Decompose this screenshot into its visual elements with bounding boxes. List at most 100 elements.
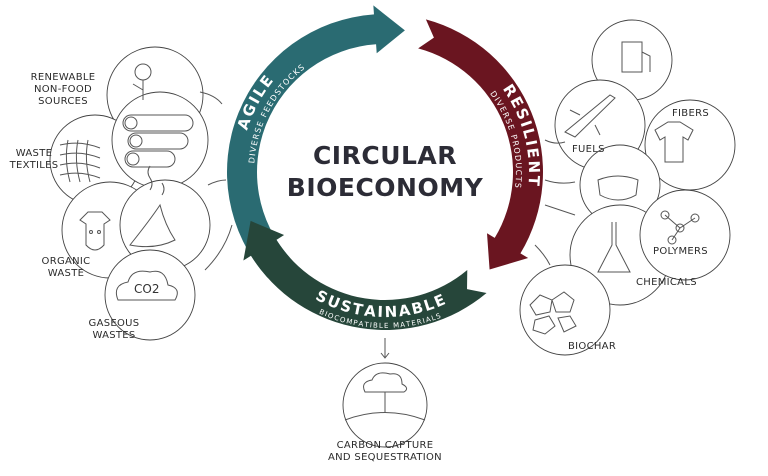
ring-glyph: S xyxy=(435,312,442,321)
resilient-arrow xyxy=(418,19,544,270)
label-line: GASEOUS xyxy=(88,318,140,329)
label-line: WASTES xyxy=(92,330,136,341)
label-line: ORGANIC xyxy=(41,256,91,267)
ring-glyph: P xyxy=(509,134,519,141)
ring-glyph: E xyxy=(255,120,265,128)
ring-glyph: S xyxy=(297,63,307,73)
ring-glyph: E xyxy=(411,319,417,328)
ring-glyph: S xyxy=(253,126,263,134)
ring-glyph: O xyxy=(281,77,292,88)
textile-mesh-icon xyxy=(59,139,101,183)
ring-glyph: I xyxy=(522,138,541,147)
title-line-2: BIOECONOMY xyxy=(286,173,484,202)
ring-glyph: R xyxy=(251,132,261,140)
ring-glyph: E xyxy=(506,123,516,131)
carbon-capture-group xyxy=(342,338,428,448)
ring-glyph: M xyxy=(345,317,353,326)
ring-glyph: L xyxy=(379,322,383,330)
t-shirt-icon xyxy=(654,121,694,163)
ring-glyph: T xyxy=(405,320,412,329)
ring-glyph: B xyxy=(373,322,378,330)
output-label-chemicals: CHEMICALS xyxy=(636,277,697,288)
label-line: TEXTILES xyxy=(9,160,59,171)
banana-peel-icon xyxy=(129,165,176,248)
ring-glyph: E xyxy=(265,99,275,108)
ring-glyph: S xyxy=(503,117,513,125)
ring-glyph: L xyxy=(430,314,436,323)
ring-glyph: M xyxy=(393,321,400,329)
gaseous-bubble xyxy=(104,249,196,341)
arrow-biochar xyxy=(534,244,551,266)
co2-cloud-icon xyxy=(115,270,178,301)
title-line-1: CIRCULAR xyxy=(312,141,458,170)
label-line: RENEWABLE xyxy=(30,72,96,83)
logs-bubble xyxy=(111,91,209,189)
biochar-rocks-icon xyxy=(529,291,577,335)
ring-glyph: C xyxy=(333,314,340,323)
cotton-plant-icon xyxy=(132,63,152,100)
molecule-icon xyxy=(660,210,700,245)
output-label-fibers: FIBERS xyxy=(672,108,709,119)
ring-glyph: T xyxy=(524,175,543,187)
label-line: CARBON CAPTURE xyxy=(336,440,434,451)
ring-glyph: K xyxy=(291,67,301,78)
face-mask-icon xyxy=(597,175,639,201)
ring-glyph: P xyxy=(352,319,358,328)
co2-text: CO2 xyxy=(134,282,159,296)
ring-glyph: S xyxy=(338,296,353,316)
arrow-renewable xyxy=(199,91,223,105)
ring-glyph: V xyxy=(494,99,505,109)
ring-glyph: V xyxy=(249,146,259,153)
ring-glyph: N xyxy=(525,160,543,173)
arrow-textiles xyxy=(207,179,227,186)
output-label-biochar: BIOCHAR xyxy=(568,341,617,352)
ring-glyph: T xyxy=(363,321,370,330)
sustainable-arrow xyxy=(243,220,487,330)
ring-glyph: N xyxy=(384,303,397,322)
ring-glyph: S xyxy=(273,87,283,96)
label-line: NON-FOOD xyxy=(33,84,93,95)
arrow-fuels xyxy=(544,139,566,144)
ring-glyph: I xyxy=(377,303,383,321)
label-line: WASTE xyxy=(47,268,85,279)
flask-icon xyxy=(597,222,631,273)
cow-icon xyxy=(79,211,111,251)
fuel-pump-icon xyxy=(621,41,651,73)
ring-glyph: D xyxy=(247,157,257,164)
ring-glyph: A xyxy=(358,320,364,329)
ring-glyph: R xyxy=(510,140,520,148)
output-label-fuels: FUELS xyxy=(572,144,605,155)
ring-glyph: A xyxy=(400,321,406,330)
airplane-icon xyxy=(564,94,616,138)
ring-glyph: C xyxy=(514,170,523,176)
ring-glyph: I xyxy=(369,321,372,329)
ring-glyph: R xyxy=(501,111,512,120)
ring-glyph: T xyxy=(351,299,365,319)
ring-glyph: D xyxy=(488,89,499,99)
arrow-organic xyxy=(204,224,233,271)
input-bubbles: CO2 xyxy=(49,46,233,341)
ring-glyph: I xyxy=(323,310,328,318)
ring-glyph: O xyxy=(327,311,335,321)
ring-glyph: A xyxy=(397,301,411,320)
ring-glyph: E xyxy=(262,105,272,114)
ring-glyph: I xyxy=(422,317,426,325)
label-line: SOURCES xyxy=(38,96,88,107)
ring-glyph: O xyxy=(339,315,347,324)
ring-glyph: C xyxy=(286,71,297,82)
ring-glyph: F xyxy=(259,110,269,118)
ring-glyph: D xyxy=(268,93,279,103)
ring-glyph: I xyxy=(492,96,501,103)
label-line: WASTE xyxy=(15,148,53,159)
polymers-bubble xyxy=(639,189,731,281)
ring-glyph: T xyxy=(514,175,523,181)
